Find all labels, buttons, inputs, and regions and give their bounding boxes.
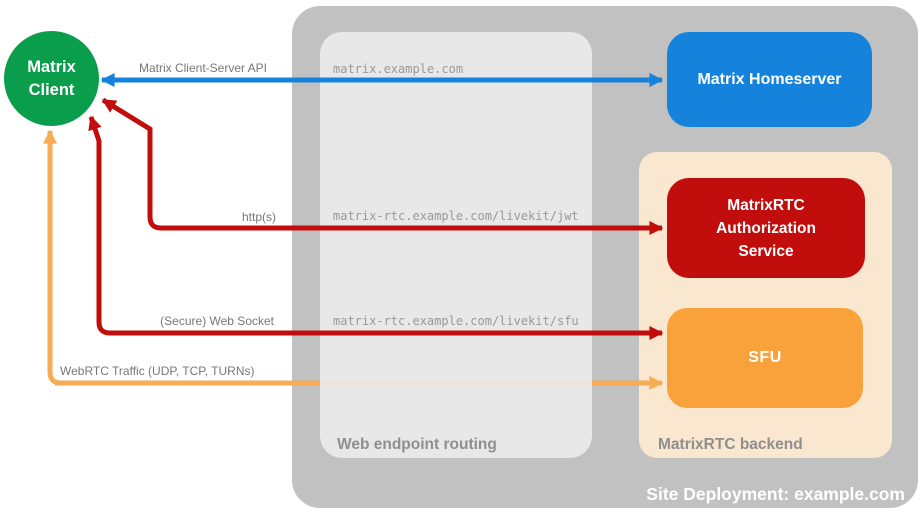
matrix-client-label-line1: Matrix <box>27 57 76 76</box>
web-endpoint-routing-box <box>320 32 592 458</box>
routing-section-label: Web endpoint routing <box>337 436 497 453</box>
route-livekit-sfu: matrix-rtc.example.com/livekit/sfu <box>333 314 579 328</box>
webrtc-traffic-label: WebRTC Traffic (UDP, TCP, TURNs) <box>60 364 255 378</box>
client-server-api-label: Matrix Client-Server API <box>138 61 268 75</box>
sfu-label: SFU <box>748 349 782 366</box>
https-label: http(s) <box>241 210 276 224</box>
matrix-client-label-line2: Client <box>28 80 75 99</box>
backend-section-label: MatrixRTC backend <box>658 436 803 453</box>
websocket-label: (Secure) Web Socket <box>160 314 274 328</box>
matrixrtc-auth-service-label: MatrixRTC Authorization Service <box>716 196 816 260</box>
arrow-webrtc-left <box>43 129 319 386</box>
matrixrtc-auth-service-node: MatrixRTC Authorization Service <box>667 178 865 278</box>
route-livekit-jwt: matrix-rtc.example.com/livekit/jwt <box>333 209 579 223</box>
matrix-homeserver-node: Matrix Homeserver <box>667 32 872 127</box>
matrix-client-node: Matrix Client <box>4 31 99 126</box>
route-matrix-example-com: matrix.example.com <box>333 62 464 76</box>
matrix-homeserver-label: Matrix Homeserver <box>697 70 842 88</box>
sfu-node: SFU <box>667 308 863 408</box>
site-deployment-label: Site Deployment: example.com <box>646 484 905 504</box>
